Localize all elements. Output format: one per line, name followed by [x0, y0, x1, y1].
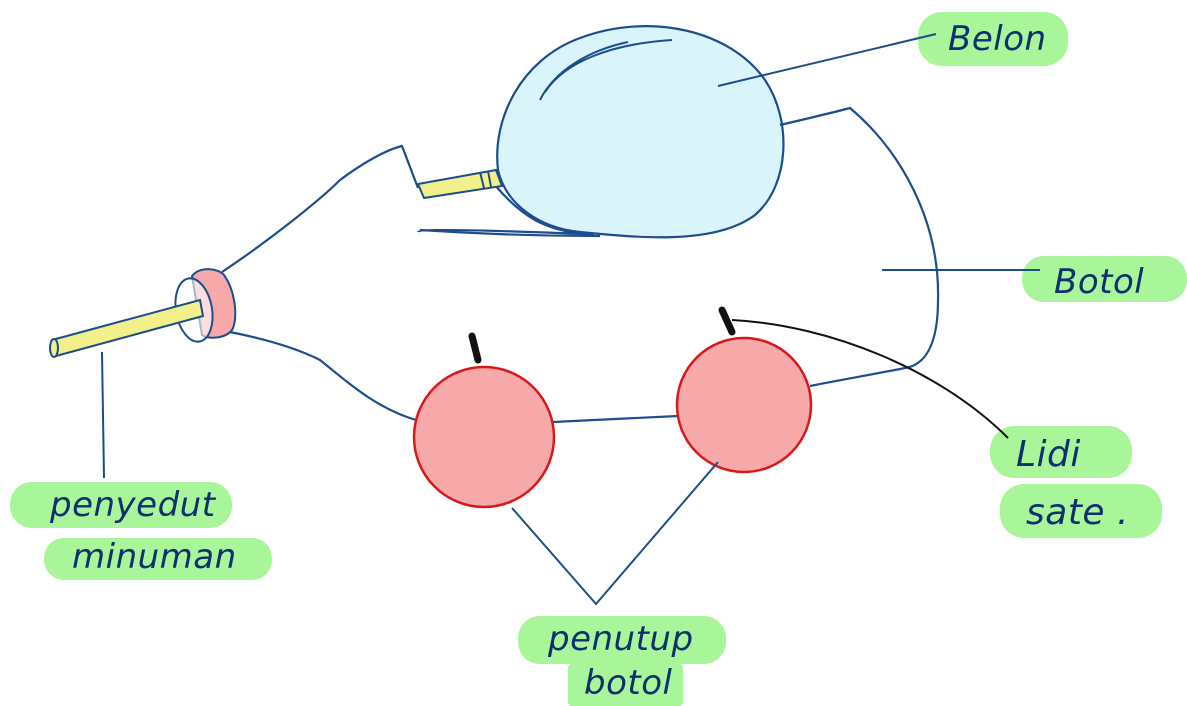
highlight-belon — [918, 12, 1068, 66]
leader-caps — [511, 461, 719, 606]
bottle-caps — [412, 336, 813, 509]
label-sate: sate . — [1026, 492, 1129, 533]
label-botol: Botol — [1054, 262, 1144, 302]
drinking-straw — [49, 298, 205, 358]
label-penutup: penutup — [547, 619, 694, 659]
bottle-outline — [221, 106, 940, 424]
balloon-straw — [416, 168, 504, 200]
leader-lines — [101, 33, 1040, 606]
highlight-lidi — [990, 426, 1132, 478]
bottle-cap-right — [675, 336, 813, 474]
highlight-botol — [1022, 256, 1187, 302]
label-botol-caps: botol — [584, 663, 673, 703]
label-minuman: minuman — [72, 537, 237, 577]
balloon-shine — [539, 39, 673, 101]
label-highlights — [10, 12, 1187, 706]
leader-belon — [717, 33, 937, 87]
balloon — [496, 25, 785, 239]
balloon-body — [496, 25, 785, 239]
highlight-penyedut — [10, 482, 232, 528]
leader-straw — [101, 351, 105, 479]
skewer-left — [468, 332, 482, 364]
label-penyedut: penyedut — [49, 485, 217, 525]
skewers — [468, 306, 736, 364]
highlight-botol-caps — [568, 664, 683, 706]
skewer-right — [718, 306, 736, 336]
label-belon: Belon — [948, 19, 1047, 59]
highlight-sate — [1000, 484, 1162, 538]
leader-lidi — [731, 319, 1009, 439]
bottle-cap-left — [412, 365, 556, 509]
labels: Belon Botol Lidi sate . penyedut minuman… — [49, 19, 1144, 703]
label-lidi: Lidi — [1016, 434, 1081, 475]
highlight-minuman — [44, 538, 272, 580]
highlight-penutup — [518, 616, 726, 664]
